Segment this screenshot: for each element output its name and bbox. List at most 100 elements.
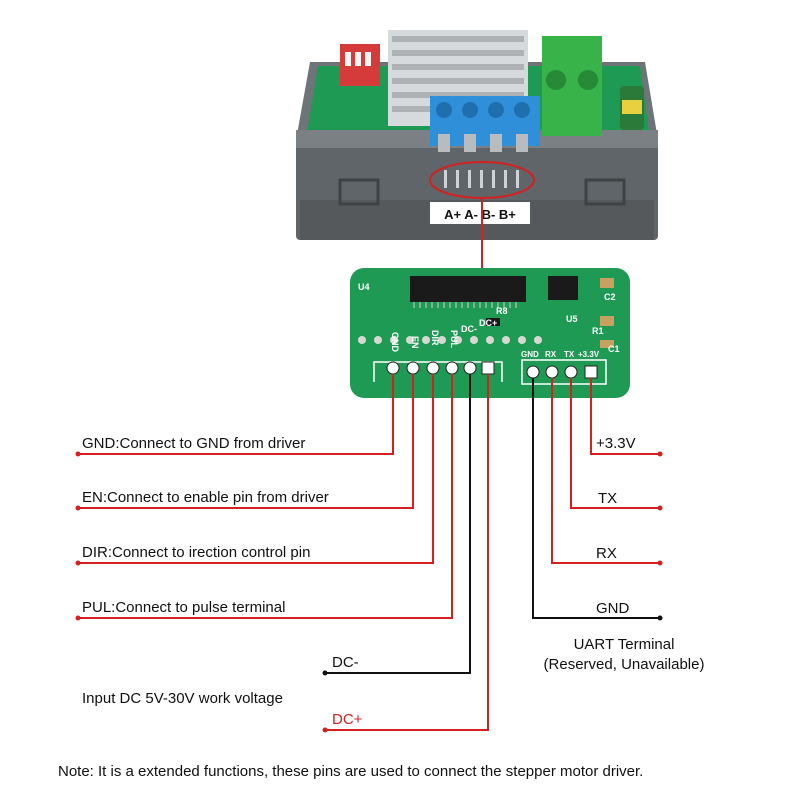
component-r1: [600, 316, 614, 326]
label-dc-minus: DC-: [332, 654, 359, 671]
heatsink-fin-4: [392, 78, 524, 84]
right-wire-ends: [657, 451, 663, 621]
wire-end-dc-plus: [322, 727, 328, 733]
pad-uart-tx: [564, 365, 578, 379]
wire-end-3v3: [657, 451, 663, 457]
wire-uart-gnd: [532, 378, 660, 619]
header-pin: [480, 170, 483, 188]
power-terminal-screw-2: [578, 70, 598, 90]
label-dc-plus: DC+: [332, 711, 363, 728]
silk-uart-tx: TX: [564, 350, 575, 359]
heatsink-fin-3: [392, 64, 524, 70]
wire-pul: [78, 374, 453, 619]
motor-terminal-pin-4: [516, 134, 528, 152]
silk-pin-gnd: GND: [390, 332, 400, 353]
silk-pin-dc-plus: DC+: [479, 318, 497, 328]
heatsink-fin-5: [392, 92, 524, 98]
pad-pul: [445, 361, 459, 375]
silk-uart-gnd: GND: [521, 350, 539, 359]
wire-end-pul: [75, 615, 81, 621]
wire-3v3: [590, 378, 660, 455]
silk-pin-dc-minus: DC-: [461, 324, 477, 334]
header-pin: [504, 170, 507, 188]
silk-pin-en: EN: [410, 336, 420, 349]
wire-end-dir: [75, 560, 81, 566]
uart-terminal-subtitle: (Reserved, Unavailable): [543, 656, 705, 673]
pad-gnd: [386, 361, 400, 375]
wire-end-dc-minus: [322, 670, 328, 676]
ic-u4-pins: [413, 302, 517, 308]
left-header-outline: [373, 361, 503, 382]
footer-note: Note: It is a extended functions, these …: [58, 763, 644, 780]
motor-terminal-screw-1: [436, 102, 452, 118]
motor-terminal-screw-4: [514, 102, 530, 118]
header-pin: [516, 170, 519, 188]
motor-terminal-screw-3: [488, 102, 504, 118]
ic-u5: [548, 276, 578, 300]
pcb-board: U4 U5 R8 C2 C1 R1 GND EN DIR PUL DC- DC+…: [350, 268, 630, 398]
wire-end-uart-gnd: [657, 615, 663, 621]
left-wire-ends: [75, 451, 328, 733]
label-tx: TX: [598, 490, 618, 507]
motor-terminal-pin-2: [464, 134, 476, 152]
header-pins: [444, 170, 519, 188]
label-rx: RX: [596, 545, 617, 562]
controller-module: A+ A- B- B+: [296, 30, 658, 240]
pad-dir: [426, 361, 440, 375]
right-wires: [532, 378, 660, 619]
label-input-voltage: Input DC 5V-30V work voltage: [82, 690, 283, 707]
silk-c1: C1: [608, 344, 620, 354]
ic-u4: [410, 276, 526, 302]
wire-end-tx: [657, 505, 663, 511]
dip-switch-lever-1: [345, 52, 351, 66]
silk-pin-pul: PUL: [449, 330, 459, 349]
pad-uart-rx: [545, 365, 559, 379]
dip-switch-lever-3: [365, 52, 371, 66]
motor-terminal-pin-1: [438, 134, 450, 152]
header-pin: [492, 170, 495, 188]
header-pin: [468, 170, 471, 188]
heatsink-fin-2: [392, 50, 524, 56]
module-cutout-left: [338, 178, 380, 206]
pad-en: [406, 361, 420, 375]
wire-end-gnd: [75, 451, 81, 457]
wire-en: [78, 374, 414, 509]
right-header-outline: [521, 359, 607, 385]
wire-tx: [570, 378, 660, 509]
wire-dc-plus: [325, 374, 489, 731]
label-pul: PUL:Connect to pulse terminal: [82, 599, 286, 616]
wire-dc-minus: [325, 374, 471, 674]
motor-terminal-block: [430, 96, 540, 152]
capacitor-band: [622, 100, 642, 114]
motor-terminal-pin-3: [490, 134, 502, 152]
label-dir: DIR:Connect to irection control pin: [82, 544, 311, 561]
right-pin-pads: [526, 365, 598, 379]
pcb-vias: [358, 336, 542, 344]
left-wires: [78, 374, 489, 731]
module-cutout-right: [584, 178, 626, 206]
wire-end-rx: [657, 560, 663, 566]
power-terminal-block: [542, 36, 602, 136]
silk-u5: U5: [566, 314, 578, 324]
pad-uart-3v3: [584, 365, 598, 379]
label-en: EN:Connect to enable pin from driver: [82, 489, 329, 506]
dip-switch-lever-2: [355, 52, 361, 66]
component-r8: [486, 318, 500, 326]
wire-dir: [78, 374, 434, 564]
motor-terminal-screw-2: [462, 102, 478, 118]
terminal-label: A+ A- B- B+: [444, 207, 516, 222]
pad-dc-plus: [481, 361, 495, 375]
wire-gnd: [78, 374, 394, 455]
silk-uart-3v3: +3.3V: [578, 350, 600, 359]
component-c2: [600, 278, 614, 288]
header-pin: [456, 170, 459, 188]
header-pin: [444, 170, 447, 188]
label-gnd: GND:Connect to GND from driver: [82, 435, 306, 452]
left-pin-pads: [386, 361, 495, 375]
wire-end-en: [75, 505, 81, 511]
wire-rx: [551, 378, 660, 564]
heatsink-fin-1: [392, 36, 524, 42]
label-3v3: +3.3V: [596, 435, 636, 452]
